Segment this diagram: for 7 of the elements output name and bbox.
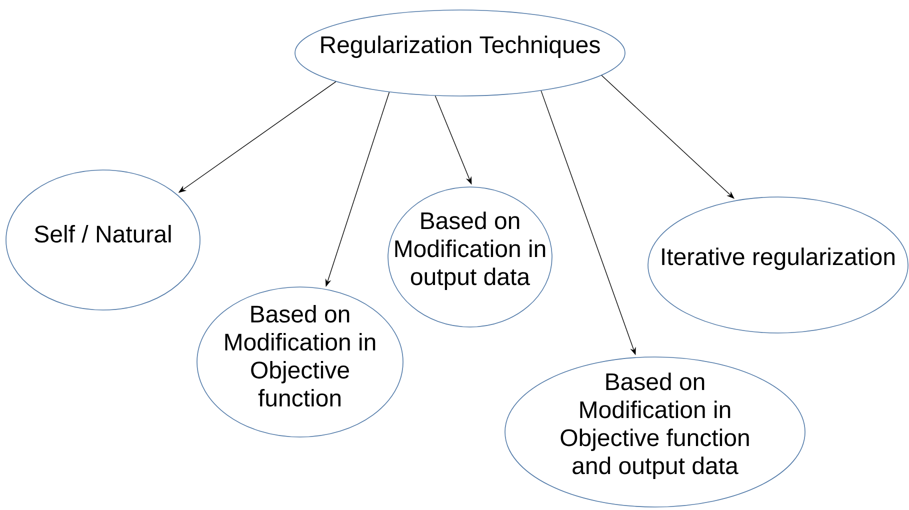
ellipse-node: Self / Natural <box>6 170 200 310</box>
ellipse-node: Iterative regularization <box>648 196 908 334</box>
ellipse-node: Based on Modification in Objective function <box>196 286 404 438</box>
arrow <box>601 75 734 199</box>
ellipse-node: Based on Modification in Objective function and output data <box>504 356 806 508</box>
ellipse-node: Regularization Techniques <box>294 10 626 96</box>
ellipse-node: Based on Modification in output data <box>388 186 552 328</box>
